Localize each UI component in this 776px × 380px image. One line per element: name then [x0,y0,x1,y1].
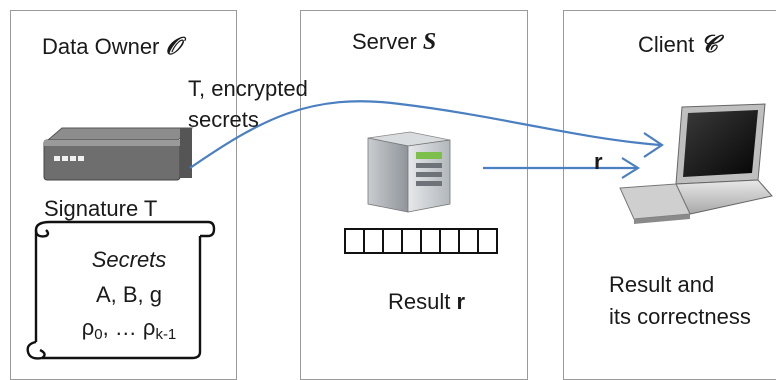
result-cell [477,228,498,254]
client-title: Client 𝒞 [638,32,718,59]
secrets-scroll [26,220,216,360]
rho0-symbol: ρ [81,315,95,340]
secrets-rho: ρ0, … ρk-1 [56,315,202,343]
laptop-icon [619,103,773,224]
result-cell [420,228,441,254]
rho0-subscript: 0 [94,326,103,343]
result-cell [458,228,479,254]
owner-to-client-arrow [189,100,664,169]
client-title-text: Client [638,32,695,57]
server-to-client-label: r [594,149,603,174]
client-result-line2: its correctness [609,304,751,329]
client-symbol: 𝒞 [700,32,718,58]
result-cell [363,228,384,254]
owner-to-client-label-line1: T, encrypted [188,76,308,101]
server-icon [367,131,451,213]
server-title-text: Server [352,29,417,54]
result-cell [439,228,460,254]
signature-label: Signature T [44,196,158,221]
data-owner-symbol: 𝒪 [165,34,181,60]
owner-to-client-label-line2: secrets [188,107,259,132]
secrets-heading: Secrets [91,247,167,272]
result-cell [382,228,403,254]
diagram-graphics [26,100,773,360]
server-result-text: Result [388,289,451,314]
owner-device-icon [43,127,194,181]
data-owner-title: Data Owner 𝒪 [42,34,181,61]
server-result-label: Result r [388,289,465,315]
server-symbol: S [422,29,437,55]
secrets-abg: A, B, g [95,282,163,307]
result-cell [401,228,422,254]
result-cell [344,228,365,254]
rhok-subscript: k-1 [155,326,177,343]
result-array [344,228,498,254]
server-result-var: r [456,289,466,314]
data-owner-title-text: Data Owner [42,34,160,59]
server-to-client-arrow [483,157,641,179]
client-result-line1: Result and [609,272,715,297]
server-title: Server S [352,29,436,56]
rho-separator: , … ρ [102,315,156,340]
